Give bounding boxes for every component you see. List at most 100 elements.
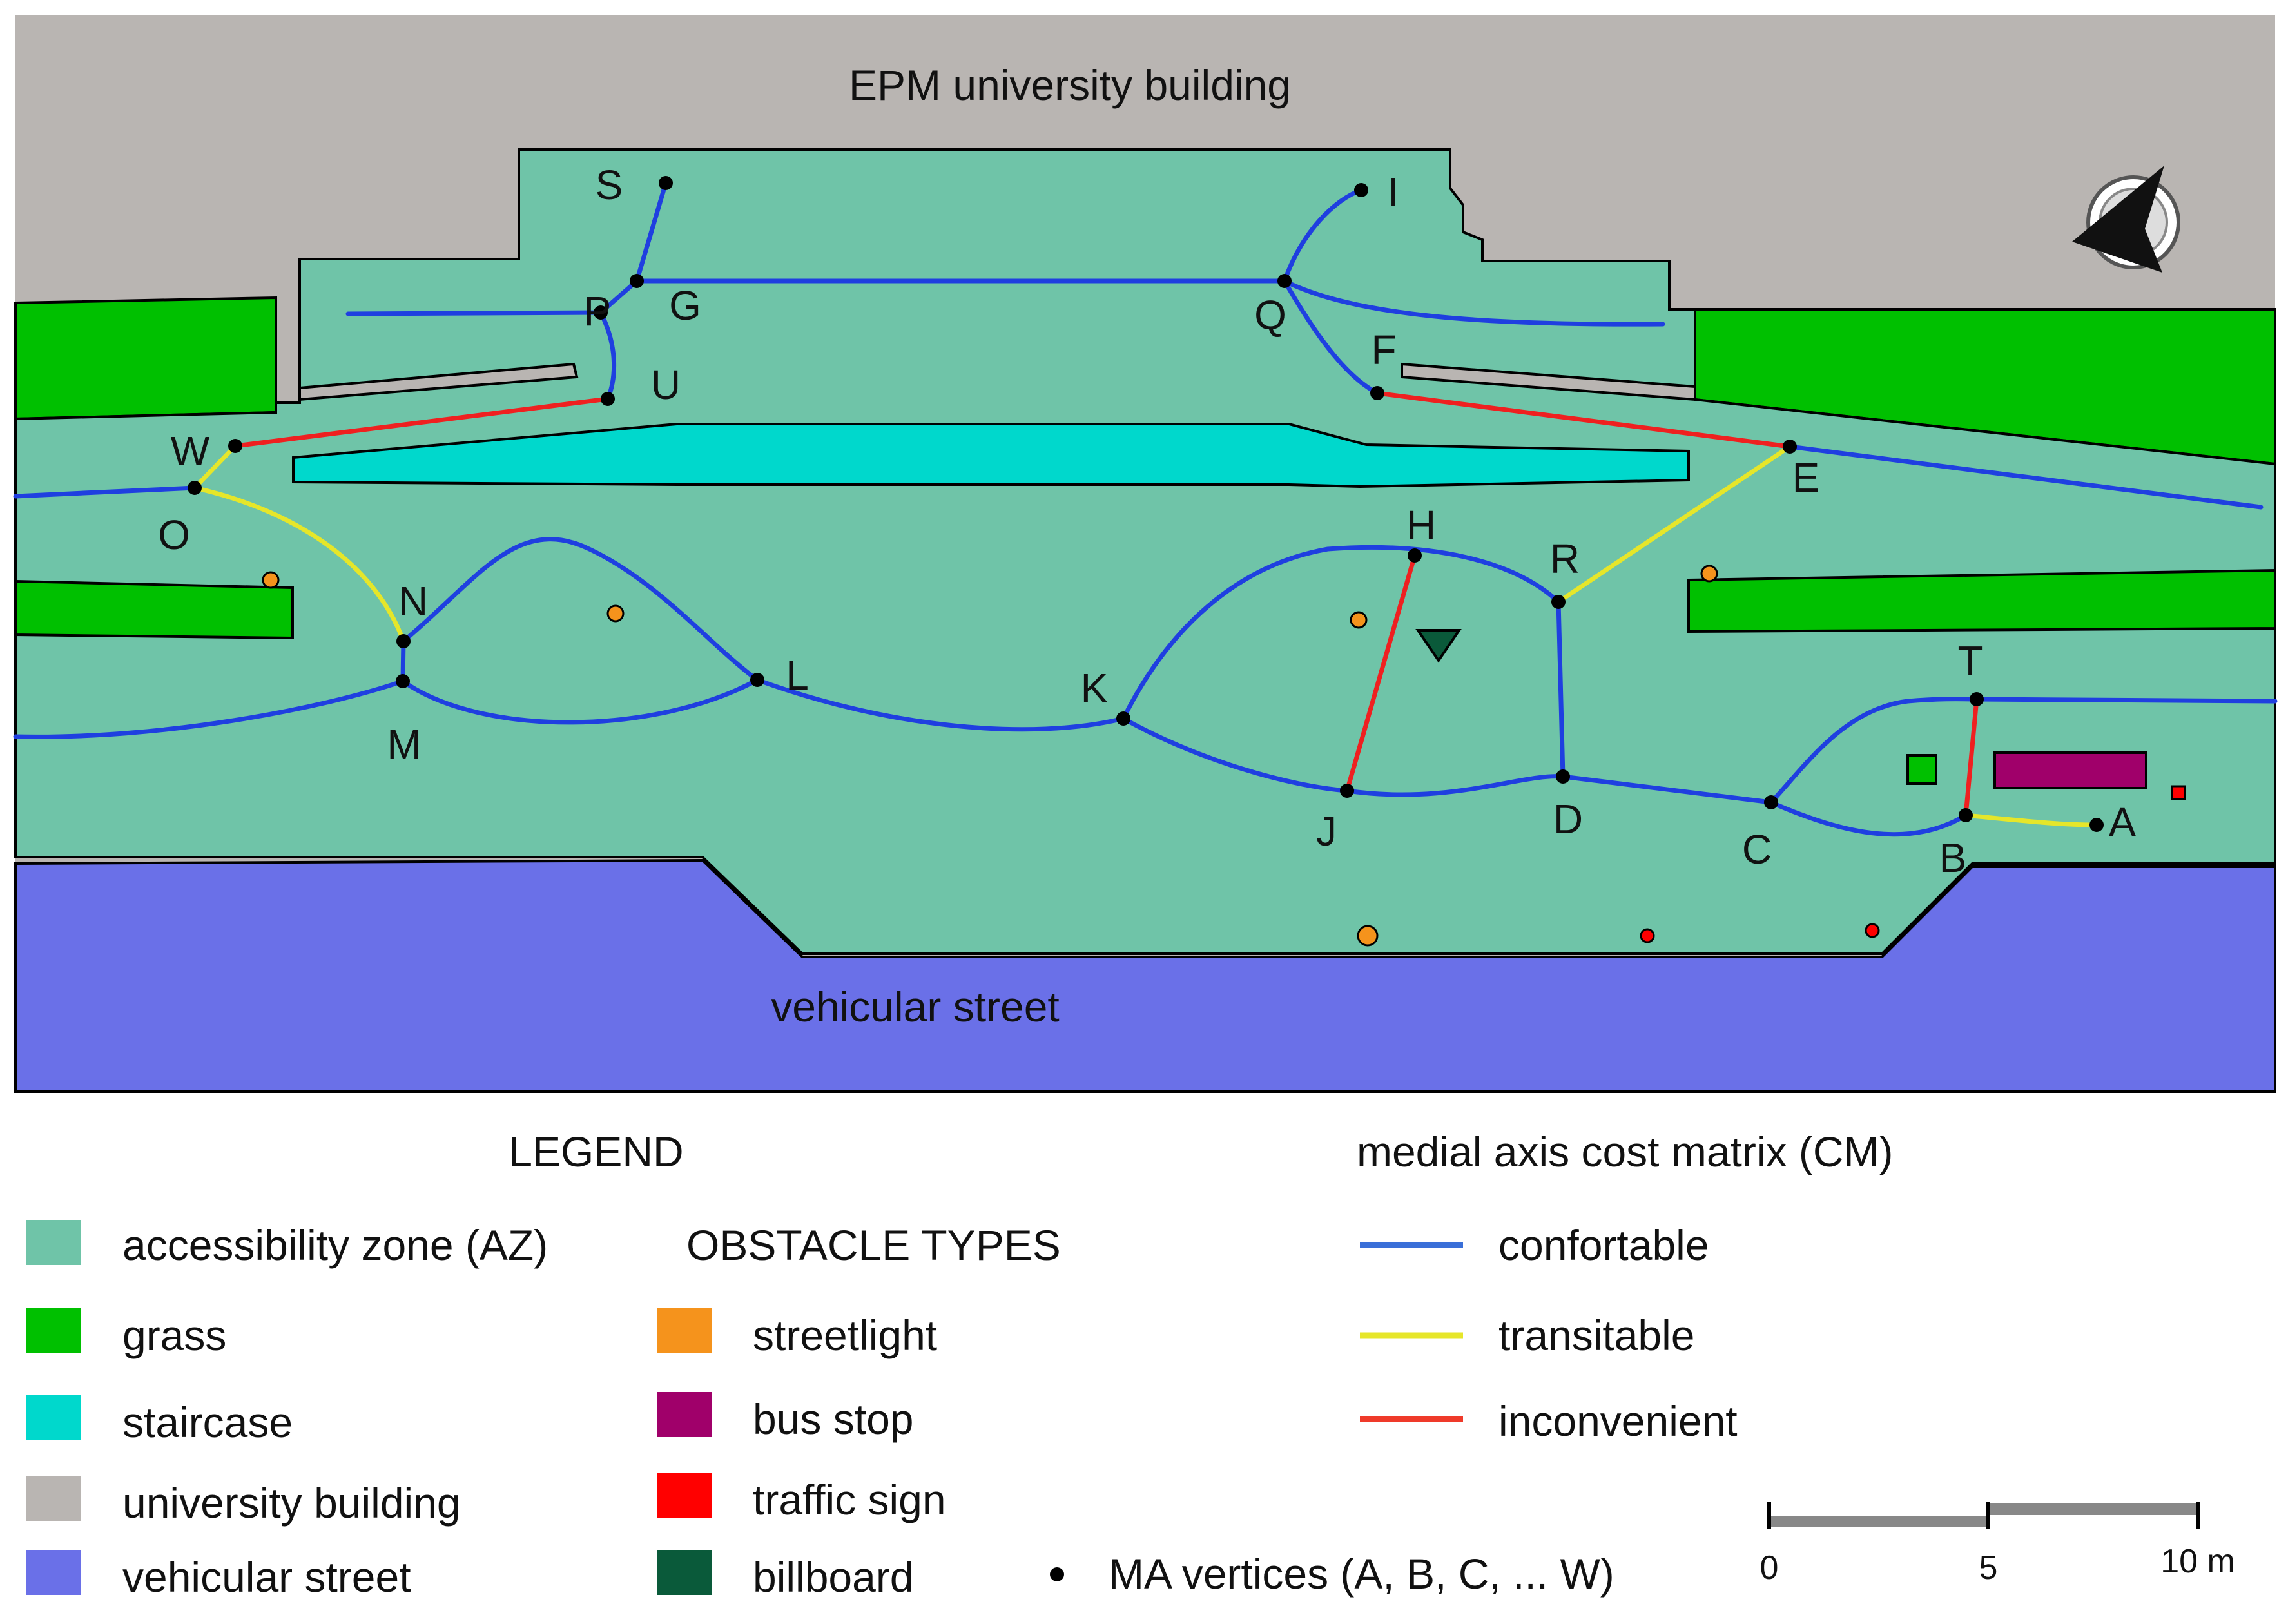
transitable-edge <box>192 443 238 490</box>
traffic-sign-obstacle <box>2171 785 2186 800</box>
vertex-D <box>1556 769 1570 784</box>
vertex-C <box>1764 795 1778 809</box>
building-notch-right <box>1401 362 1696 401</box>
confortable-edge <box>634 180 668 284</box>
grass-obstacle <box>1906 754 1937 785</box>
confortable-edge <box>1556 599 1566 779</box>
grass-area-left-top <box>14 296 277 421</box>
vertex-label-F: F <box>1371 327 1396 373</box>
vertex-label-T: T <box>1957 637 1983 684</box>
vertex-Q <box>1277 274 1292 288</box>
vertex-W <box>228 439 242 453</box>
confortable-edge <box>13 679 405 739</box>
vertex-L <box>750 673 764 687</box>
vertex-label-A: A <box>2109 799 2137 846</box>
scale-tick-0: 0 <box>1760 1549 1779 1587</box>
confortable-edge <box>345 310 603 316</box>
street-label: vehicular street <box>771 983 1060 1030</box>
building-label: EPM university building <box>849 61 1291 109</box>
inconvenient-edge <box>233 396 610 449</box>
legend-swatch-traffic-sign <box>657 1473 712 1518</box>
legend-label-grass: grass <box>122 1311 226 1359</box>
legend-label-vertices: MA vertices (A, B, C, ... W) <box>1109 1550 1614 1598</box>
inconvenient-edge <box>1375 391 1792 449</box>
vertex-label-R: R <box>1550 536 1580 582</box>
building-notch-left <box>298 362 579 401</box>
confortable-edge <box>13 485 197 499</box>
transitable-edge <box>192 485 406 644</box>
legend-swatch-billboard <box>657 1550 712 1595</box>
legend-swatch-grass <box>26 1308 81 1353</box>
vertex-U <box>601 392 615 406</box>
vertex-label-O: O <box>158 512 190 558</box>
vertex-label-G: G <box>669 282 701 329</box>
inconvenient-edge <box>1963 697 1979 818</box>
legend-swatch-street <box>26 1550 81 1595</box>
legend-label-street: vehicular street <box>122 1553 411 1601</box>
confortable-edge <box>598 310 616 401</box>
scale-tick-5: 5 <box>1979 1549 1998 1587</box>
vertex-label-K: K <box>1081 665 1109 711</box>
vertex-R <box>1551 595 1566 609</box>
grass-area-left-mid <box>14 579 294 640</box>
legend-label-bus-stop: bus stop <box>753 1395 914 1443</box>
legend-title: LEGEND <box>509 1128 683 1175</box>
obstacles <box>262 565 2186 947</box>
streetlight-obstacle <box>1350 611 1368 629</box>
vertex-label-D: D <box>1553 796 1583 842</box>
vertex-label-P: P <box>584 288 612 334</box>
streetlight-obstacle <box>1700 565 1718 583</box>
vertex-E <box>1783 440 1797 454</box>
vertex-label-U: U <box>651 362 681 408</box>
vertex-N <box>396 634 411 648</box>
transitable-edge <box>1963 813 2099 827</box>
legend-label-az: accessibility zone (AZ) <box>122 1221 548 1269</box>
confortable-edge <box>400 677 760 725</box>
confortable-edge <box>1560 774 1774 805</box>
legend-swatch-staircase <box>26 1395 81 1440</box>
vertex-F <box>1370 386 1384 400</box>
vertex-A <box>2089 818 2104 832</box>
vertex-P <box>594 305 608 320</box>
vertex-label-L: L <box>786 652 809 699</box>
legend-swatch-az <box>26 1220 81 1265</box>
vertex-J <box>1340 784 1354 798</box>
vertex-label-H: H <box>1406 502 1436 548</box>
bus-stop-obstacle <box>1993 751 2147 789</box>
streetlight-obstacle <box>1357 925 1379 947</box>
vertex-label-S: S <box>596 162 623 208</box>
vertex-T <box>1970 692 1984 706</box>
confortable-edge <box>1282 278 1380 396</box>
confortable-edge <box>1121 545 1561 721</box>
legend-swatch-building <box>26 1476 81 1521</box>
confortable-edge <box>1787 444 2264 510</box>
vertex-O <box>188 481 202 495</box>
vertex-B <box>1959 808 1973 822</box>
vertex-label-E: E <box>1792 454 1820 501</box>
legend-label-confortable: confortable <box>1498 1221 1709 1269</box>
legend-label-building: university building <box>122 1479 461 1527</box>
vertex-label-N: N <box>398 578 428 624</box>
staircase-area <box>292 423 1690 488</box>
vertex-label-C: C <box>1742 826 1772 873</box>
compass-icon <box>2072 166 2180 273</box>
vertex-label-W: W <box>171 428 210 474</box>
confortable-edge <box>1282 188 1364 284</box>
accessibility-zone <box>14 148 2276 955</box>
grass-area-right-mid <box>1687 568 2276 633</box>
legend-vertex-dot <box>1050 1567 1064 1581</box>
legend-label-traffic-sign: traffic sign <box>753 1476 946 1523</box>
confortable-edge <box>755 677 1126 732</box>
confortable-edge <box>1769 697 2278 805</box>
medial-axis-edges <box>13 180 2278 837</box>
vertex-H <box>1408 548 1422 563</box>
scale-tick-10: 10 m <box>2160 1543 2235 1580</box>
confortable-edge <box>598 278 639 315</box>
vertex-I <box>1354 183 1368 197</box>
vertex-label-B: B <box>1939 835 1967 881</box>
legend-label-staircase: staircase <box>122 1398 293 1446</box>
vertex-K <box>1116 711 1130 726</box>
legend-swatch-bus-stop <box>657 1392 712 1437</box>
cost-matrix-title: medial axis cost matrix (CM) <box>1357 1128 1893 1175</box>
